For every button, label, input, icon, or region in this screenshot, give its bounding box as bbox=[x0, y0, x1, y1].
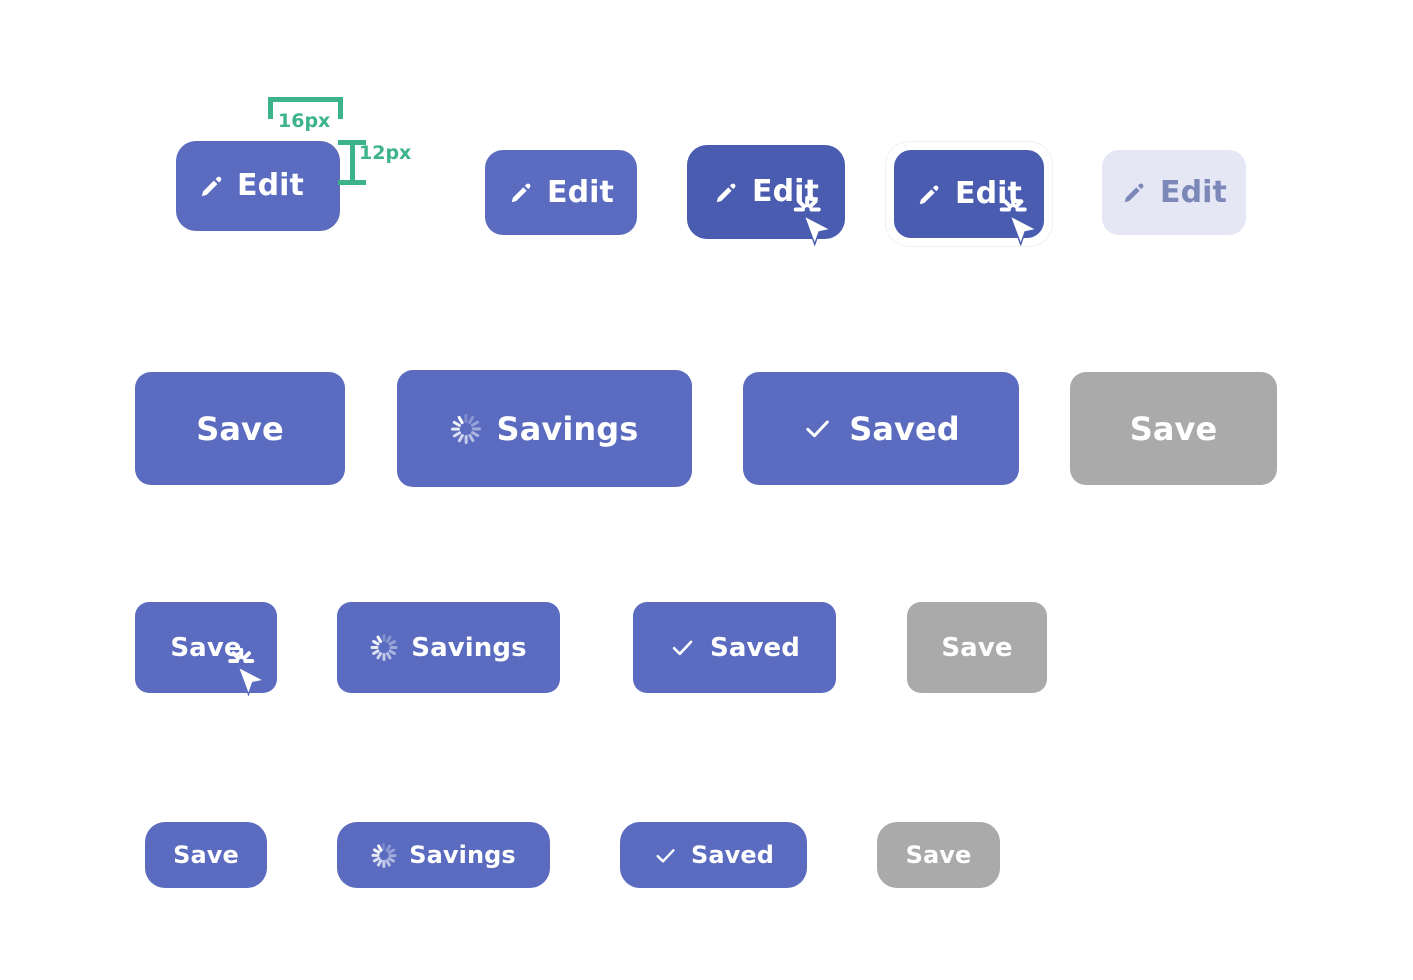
save-button-small[interactable]: Save bbox=[145, 822, 267, 888]
pencil-icon bbox=[508, 179, 535, 206]
save-button-small-disabled: Save bbox=[877, 822, 1000, 888]
save-button-medium-disabled: Save bbox=[907, 602, 1047, 693]
edit-button-label: Edit bbox=[955, 176, 1022, 211]
save-button-medium-success[interactable]: Saved bbox=[633, 602, 836, 693]
save-button-small-success[interactable]: Saved bbox=[620, 822, 807, 888]
edit-button-label: Edit bbox=[752, 174, 819, 209]
save-button-label: Save bbox=[196, 409, 284, 448]
dimension-12px-bar bbox=[350, 143, 355, 185]
check-icon bbox=[669, 634, 696, 661]
pencil-icon bbox=[916, 181, 943, 208]
save-button-large-disabled: Save bbox=[1070, 372, 1277, 485]
spinner-icon bbox=[371, 842, 397, 868]
edit-button-label: Edit bbox=[547, 174, 614, 210]
spinner-icon bbox=[450, 413, 481, 444]
save-button-large-success[interactable]: Saved bbox=[743, 372, 1019, 485]
dimension-16px-cap-left bbox=[268, 97, 273, 119]
dimension-12px-cap-bottom bbox=[338, 180, 366, 185]
save-button-label: Save bbox=[1129, 409, 1218, 448]
save-button-label: Save bbox=[170, 632, 242, 663]
pencil-icon bbox=[1121, 179, 1148, 206]
save-button-large-loading[interactable]: Savings bbox=[397, 370, 692, 487]
dimension-16px-bar bbox=[268, 97, 343, 102]
save-button-label: Saved bbox=[710, 632, 800, 663]
save-button-label: Savings bbox=[411, 632, 527, 663]
check-icon bbox=[653, 843, 678, 868]
pencil-icon bbox=[198, 172, 226, 200]
edit-button-default[interactable]: Edit bbox=[485, 150, 637, 235]
save-button-large[interactable]: Save bbox=[135, 372, 345, 485]
dimension-12px-cap-top bbox=[338, 140, 366, 145]
save-button-medium-loading[interactable]: Savings bbox=[337, 602, 560, 693]
save-button-label: Save bbox=[173, 841, 239, 869]
save-button-label: Savings bbox=[409, 841, 516, 869]
dimension-12px-label: 12px bbox=[359, 142, 412, 164]
save-button-small-loading[interactable]: Savings bbox=[337, 822, 550, 888]
spinner-icon bbox=[370, 634, 398, 661]
edit-button-label: Edit bbox=[237, 168, 304, 203]
save-button-label: Savings bbox=[496, 409, 639, 448]
edit-button-label: Edit bbox=[1160, 174, 1227, 210]
save-button-label: Saved bbox=[849, 409, 960, 448]
edit-button-pressed[interactable]: Edit bbox=[687, 145, 845, 239]
pencil-icon bbox=[713, 179, 740, 206]
save-button-label: Save bbox=[941, 632, 1013, 663]
edit-button-focused[interactable]: Edit bbox=[894, 150, 1044, 238]
edit-button-disabled: Edit bbox=[1102, 150, 1246, 235]
save-button-label: Saved bbox=[690, 841, 775, 869]
dimension-16px-cap-right bbox=[338, 97, 343, 119]
save-button-label: Save bbox=[905, 841, 972, 869]
edit-button-spec[interactable]: Edit bbox=[176, 141, 340, 231]
save-button-medium-pressed[interactable]: Save bbox=[135, 602, 277, 693]
check-icon bbox=[802, 413, 833, 444]
dimension-16px-label: 16px bbox=[278, 110, 331, 132]
